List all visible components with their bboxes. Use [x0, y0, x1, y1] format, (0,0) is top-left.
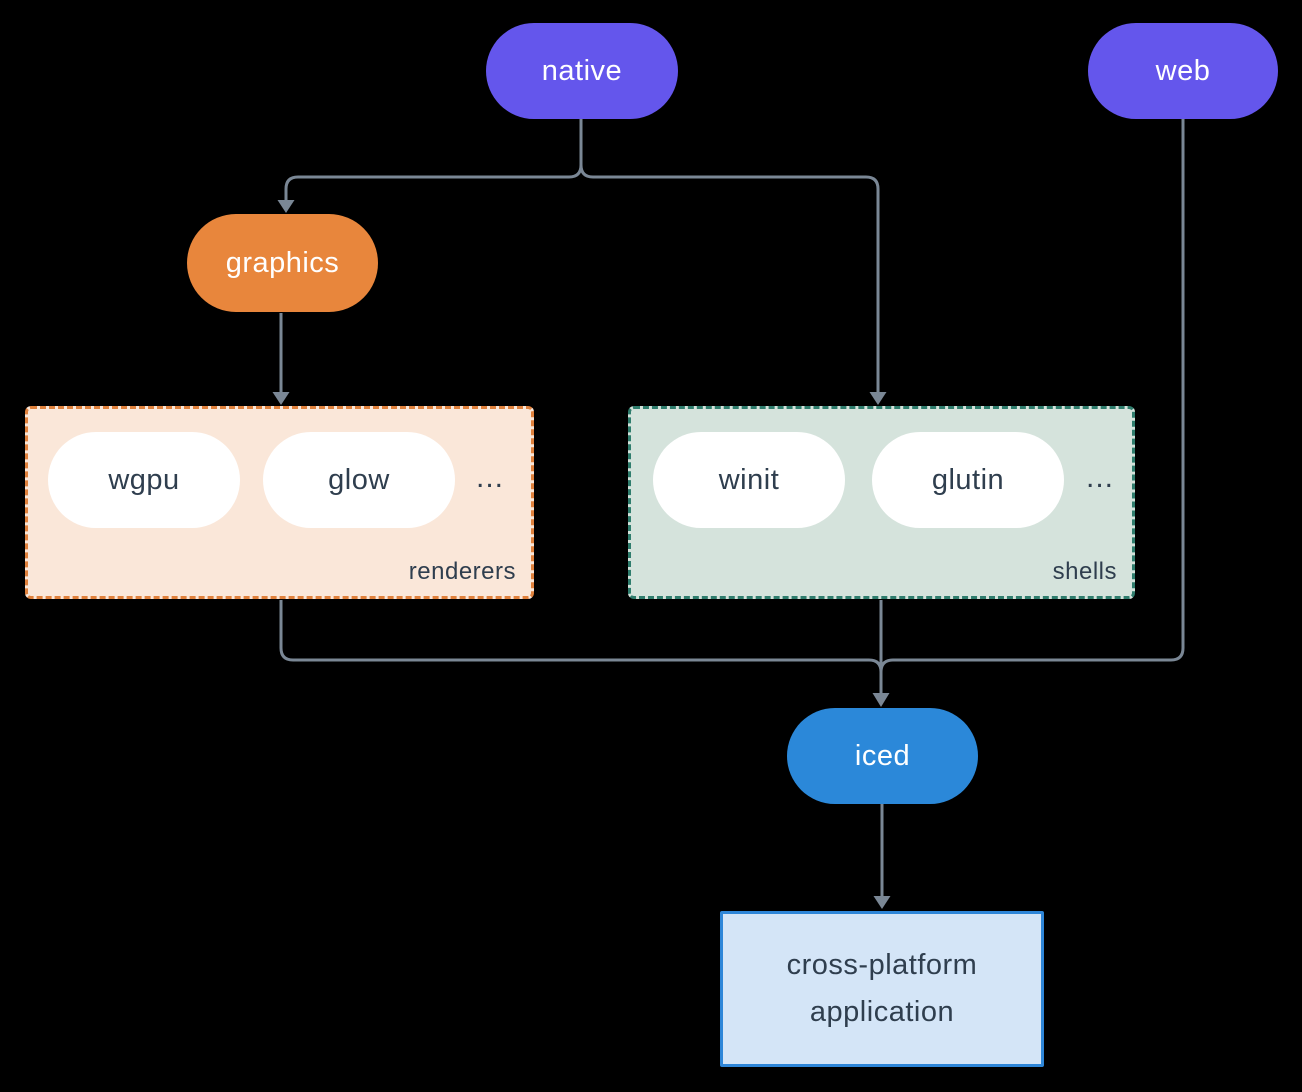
node-native-label: native [541, 54, 623, 87]
group-renderers-label: renderers [408, 558, 516, 585]
node-wgpu[interactable]: wgpu [48, 432, 240, 528]
node-iced-label: iced [854, 739, 911, 772]
arrowhead-graphics [277, 200, 295, 213]
shells-ellipsis: ... [1086, 461, 1115, 494]
edge-native-graphics [284, 119, 583, 200]
app-label-line2: application [809, 996, 955, 1028]
node-graphics[interactable]: graphics [187, 214, 378, 312]
node-graphics-label: graphics [225, 246, 340, 279]
node-cross-platform-application[interactable]: cross-platform application [720, 911, 1044, 1067]
renderers-ellipsis: ... [476, 461, 505, 494]
node-wgpu-label: wgpu [108, 463, 180, 496]
node-glow-label: glow [328, 463, 390, 496]
node-web[interactable]: web [1088, 23, 1278, 119]
edge-renderers-iced [279, 600, 883, 673]
group-shells: winit glutin ... shells [628, 406, 1135, 599]
node-web-label: web [1155, 54, 1211, 87]
node-glow[interactable]: glow [263, 432, 455, 528]
group-renderers: wgpu glow ... renderers [25, 406, 534, 599]
node-glutin[interactable]: glutin [872, 432, 1064, 528]
node-glutin-label: glutin [931, 463, 1005, 496]
app-label-line1: cross-platform [786, 949, 978, 982]
node-winit[interactable]: winit [653, 432, 845, 528]
arrowhead-iced [872, 693, 890, 707]
node-winit-label: winit [718, 463, 780, 496]
arrowhead-app [873, 896, 891, 909]
group-shells-label: shells [1052, 558, 1117, 585]
arrowhead-shells [869, 392, 887, 405]
node-iced[interactable]: iced [787, 708, 978, 804]
arrowhead-renderers [272, 392, 290, 405]
node-native[interactable]: native [486, 23, 678, 119]
edge-native-shells [579, 119, 880, 392]
